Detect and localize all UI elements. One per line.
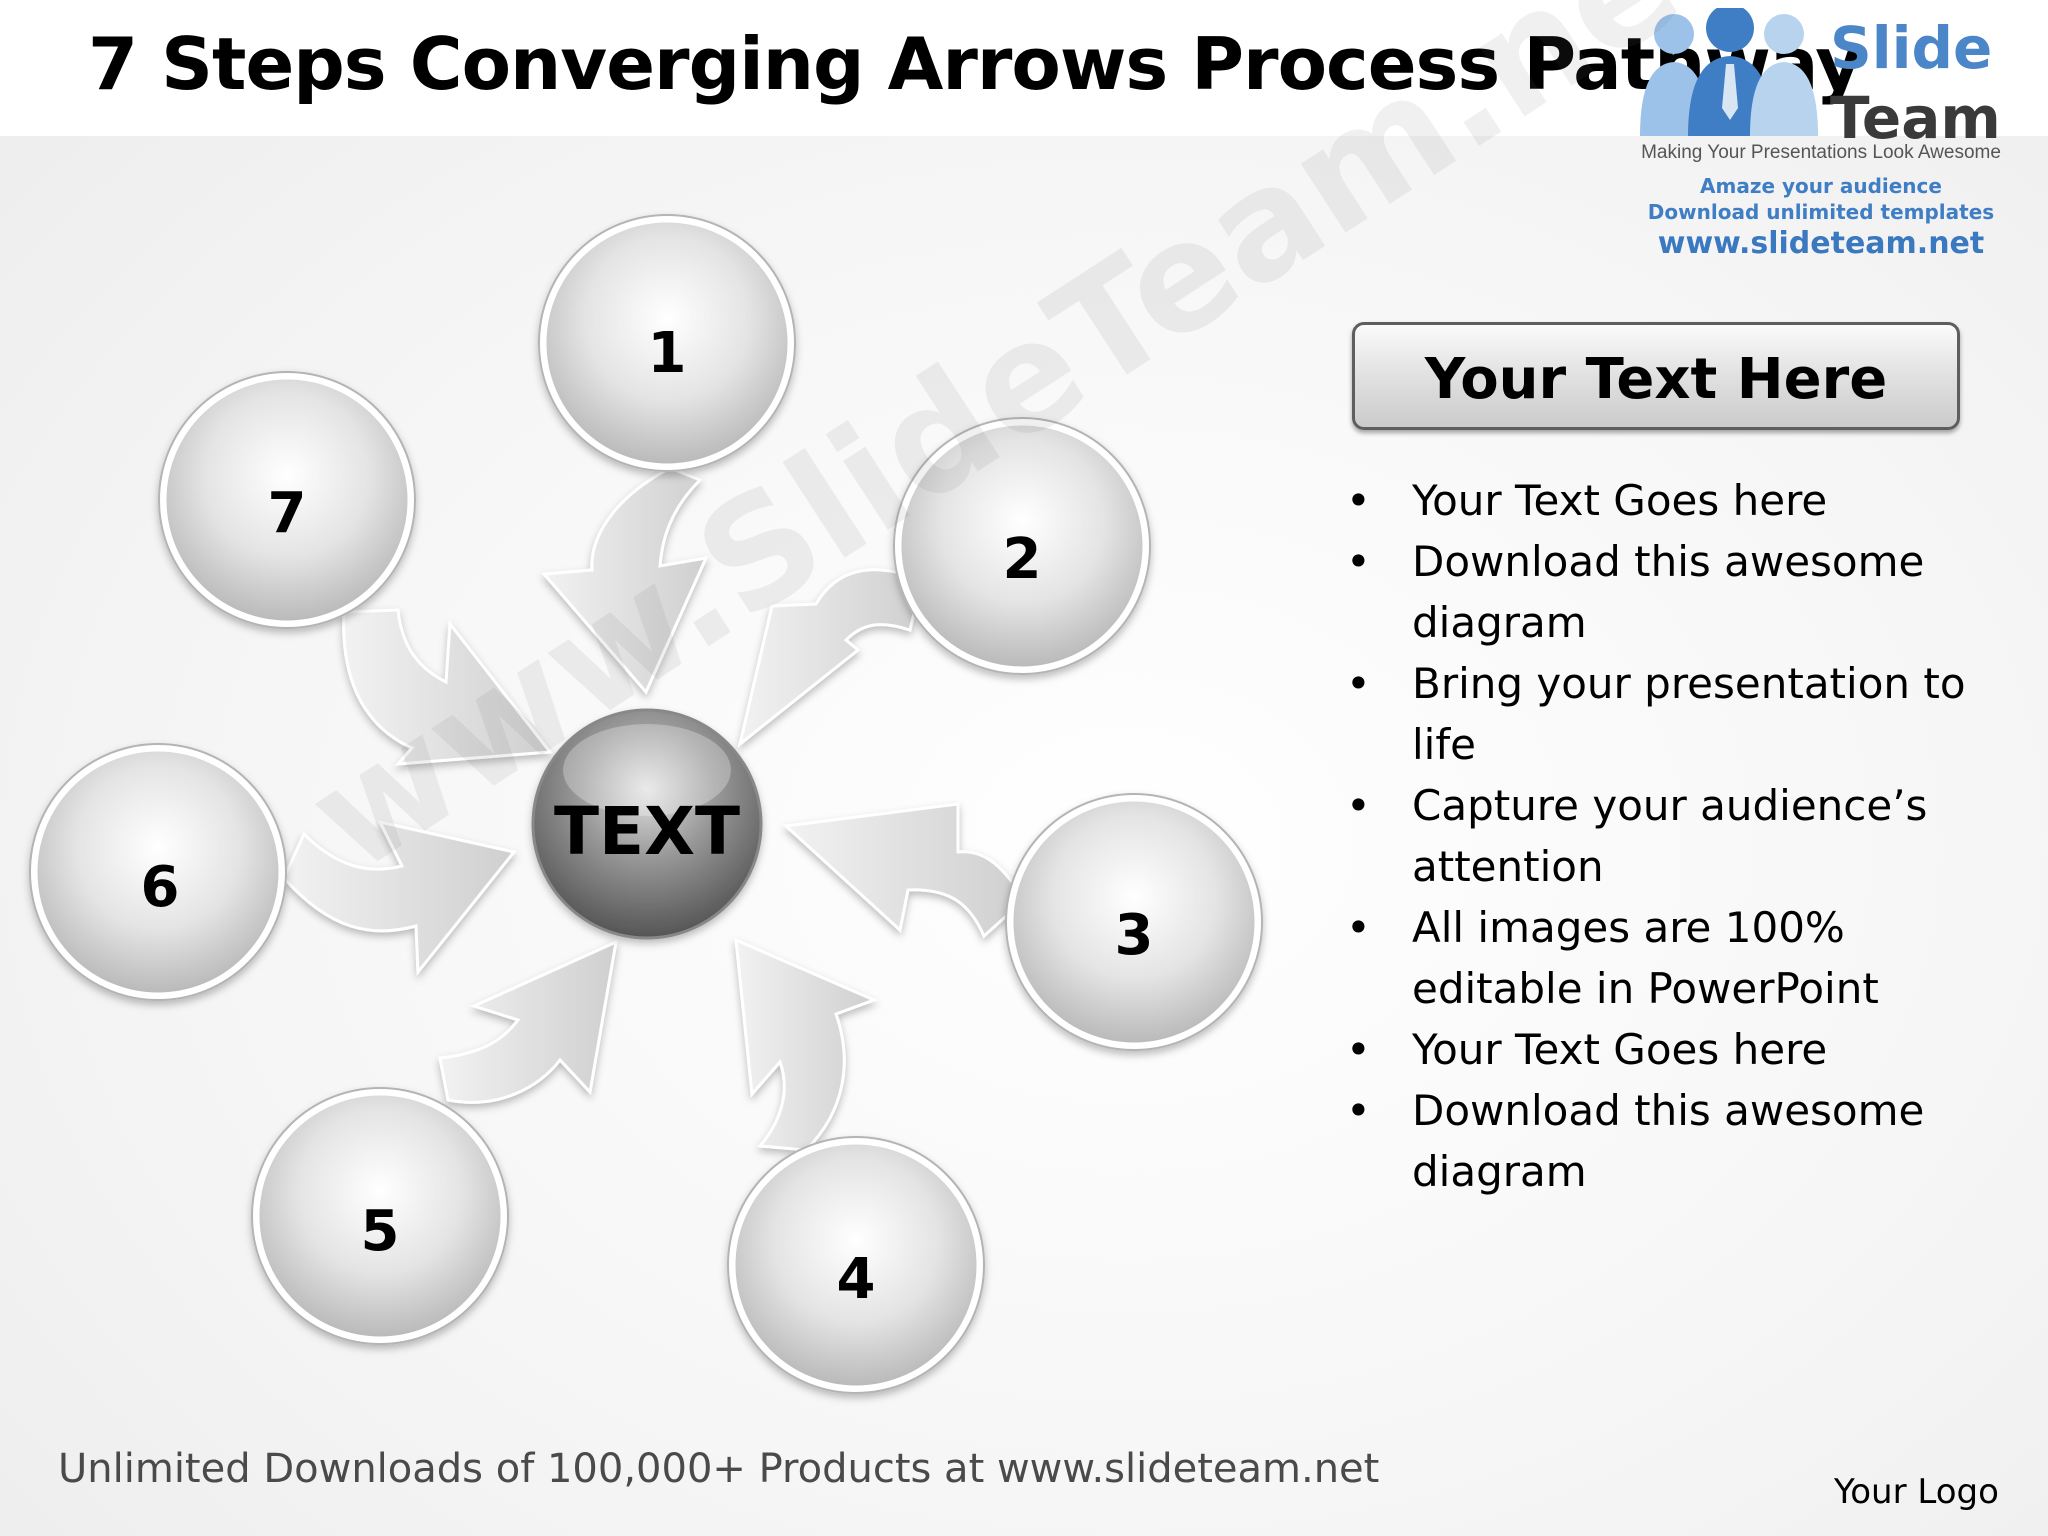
list-item: • Your Text Goes here — [1346, 1019, 1986, 1080]
arrow-from-5 — [438, 939, 618, 1104]
page-title: 7 Steps Converging Arrows Process Pathwa… — [88, 22, 1862, 106]
bullet-text: Your Text Goes here — [1412, 1025, 1828, 1074]
list-item: • Bring your presentation to life — [1346, 653, 1986, 775]
step-label-3: 3 — [1115, 903, 1154, 968]
step-label-5: 5 — [361, 1199, 400, 1264]
step-label-2: 2 — [1003, 527, 1042, 592]
bullet-icon: • — [1346, 537, 1371, 586]
slideteam-logo: Slide Team Making Your Presentations Loo… — [1608, 4, 2028, 266]
logo-word-slide: Slide — [1830, 14, 1993, 82]
step-bubble-6 — [29, 743, 287, 1001]
bullet-text: Bring your presentation to life — [1412, 659, 1966, 769]
logo-tagline: Making Your Presentations Look Awesome — [1641, 142, 2001, 163]
step-bubble-1 — [538, 214, 796, 472]
list-item: • All images are 100% editable in PowerPo… — [1346, 897, 1986, 1019]
bullet-icon: • — [1346, 659, 1371, 708]
arrow-from-7 — [342, 608, 553, 766]
center-label: TEXT — [554, 793, 740, 870]
bullet-icon: • — [1346, 1025, 1371, 1074]
bullet-icon: • — [1346, 781, 1371, 830]
step-bubble-2 — [893, 417, 1151, 675]
list-item: • Download this awesome diagram — [1346, 1080, 1986, 1202]
list-item: • Capture your audience’s attention — [1346, 775, 1986, 897]
arrow-from-4 — [734, 937, 879, 1152]
text-panel-header-label: Your Text Here — [1424, 347, 1888, 412]
your-logo-placeholder: Your Logo — [1834, 1472, 1999, 1512]
list-item: • Download this awesome diagram — [1346, 531, 1986, 653]
people-logo-icon — [1640, 8, 1818, 136]
footer-text: Unlimited Downloads of 100,000+ Products… — [58, 1446, 1380, 1492]
step-bubble-4 — [727, 1136, 985, 1394]
bullet-icon: • — [1346, 476, 1371, 525]
step-label-4: 4 — [837, 1247, 876, 1312]
bullet-text: Your Text Goes here — [1412, 476, 1828, 525]
bullet-icon: • — [1346, 903, 1371, 952]
step-bubble-5 — [251, 1087, 509, 1345]
text-panel-header: Your Text Here — [1352, 322, 1960, 430]
logo-line-amaze: Amaze your audience — [1700, 174, 1942, 198]
logo-url[interactable]: www.slideteam.net — [1657, 226, 1985, 261]
list-item: • Your Text Goes here — [1346, 470, 1986, 531]
bullet-text: Download this awesome diagram — [1412, 537, 1925, 647]
step-bubble-3 — [1005, 793, 1263, 1051]
step-label-1: 1 — [648, 321, 687, 386]
logo-word-team: Team — [1830, 84, 2001, 152]
center-sphere — [531, 708, 763, 940]
bullet-list: • Your Text Goes here • Download this awes… — [1346, 470, 1986, 1202]
arrow-from-2 — [737, 568, 924, 748]
bullet-icon: • — [1346, 1086, 1371, 1135]
step-label-6: 6 — [141, 855, 180, 920]
bullet-text: All images are 100% editable in PowerPoi… — [1412, 903, 1879, 1013]
step-bubble-7 — [158, 371, 416, 629]
bullet-text: Capture your audience’s attention — [1412, 781, 1928, 891]
bullet-text: Download this awesome diagram — [1412, 1086, 1925, 1196]
arrow-from-1 — [540, 466, 709, 695]
arrow-from-6 — [282, 819, 517, 977]
step-label-7: 7 — [268, 481, 307, 546]
arrow-from-3 — [782, 802, 1026, 939]
logo-line-download: Download unlimited templates — [1647, 200, 1995, 224]
